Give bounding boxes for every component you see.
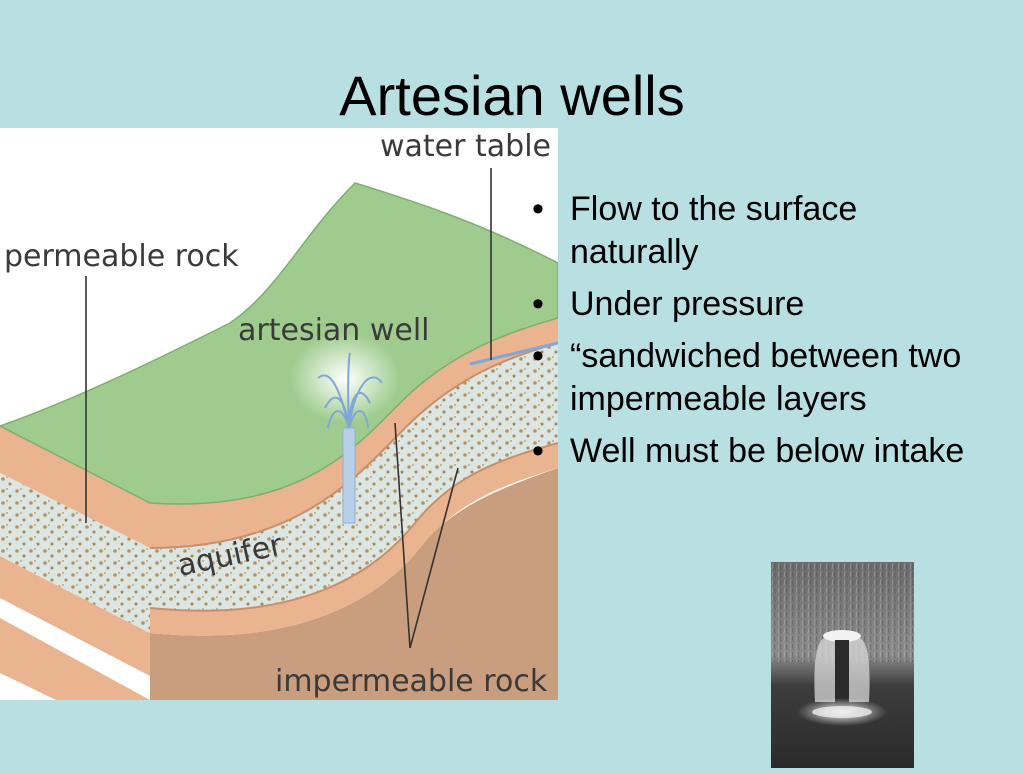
bullet-item: Under pressure: [532, 283, 992, 326]
slide-title: Artesian wells: [339, 64, 685, 127]
impermeable-rock-label: impermeable rock: [275, 664, 548, 699]
lower-impermeable-front: [0, 556, 150, 676]
bullet-list: Flow to the surface naturally Under pres…: [532, 188, 992, 482]
ground-surface: [0, 182, 558, 505]
bullet-item: “sandwiched between two impermeable laye…: [532, 335, 992, 421]
aquifer-front: [0, 473, 150, 633]
artesian-well-photo: [771, 562, 914, 768]
impermeable-rock-leader-right: [409, 467, 459, 649]
upper-impermeable-front: [0, 426, 150, 548]
lower-impermeable-side: [150, 443, 558, 636]
well-pipe: [342, 427, 356, 524]
bedrock-side: [150, 468, 558, 700]
aquifer-side: [150, 343, 558, 611]
permeable-rock-label: permeable rock: [4, 239, 239, 274]
artesian-well-diagram: water table permeable rock artesian well…: [0, 128, 558, 700]
impermeable-rock-leader-left: [394, 422, 411, 649]
bullet-item: Flow to the surface naturally: [532, 188, 992, 274]
fountain-spray: [317, 352, 383, 429]
upper-impermeable-side: [150, 318, 558, 548]
water-table-label: water table: [380, 129, 551, 164]
artesian-well-label: artesian well: [238, 313, 430, 348]
bottom-impermeable-front: [0, 618, 150, 700]
bullet-item: Well must be below intake: [532, 430, 992, 473]
